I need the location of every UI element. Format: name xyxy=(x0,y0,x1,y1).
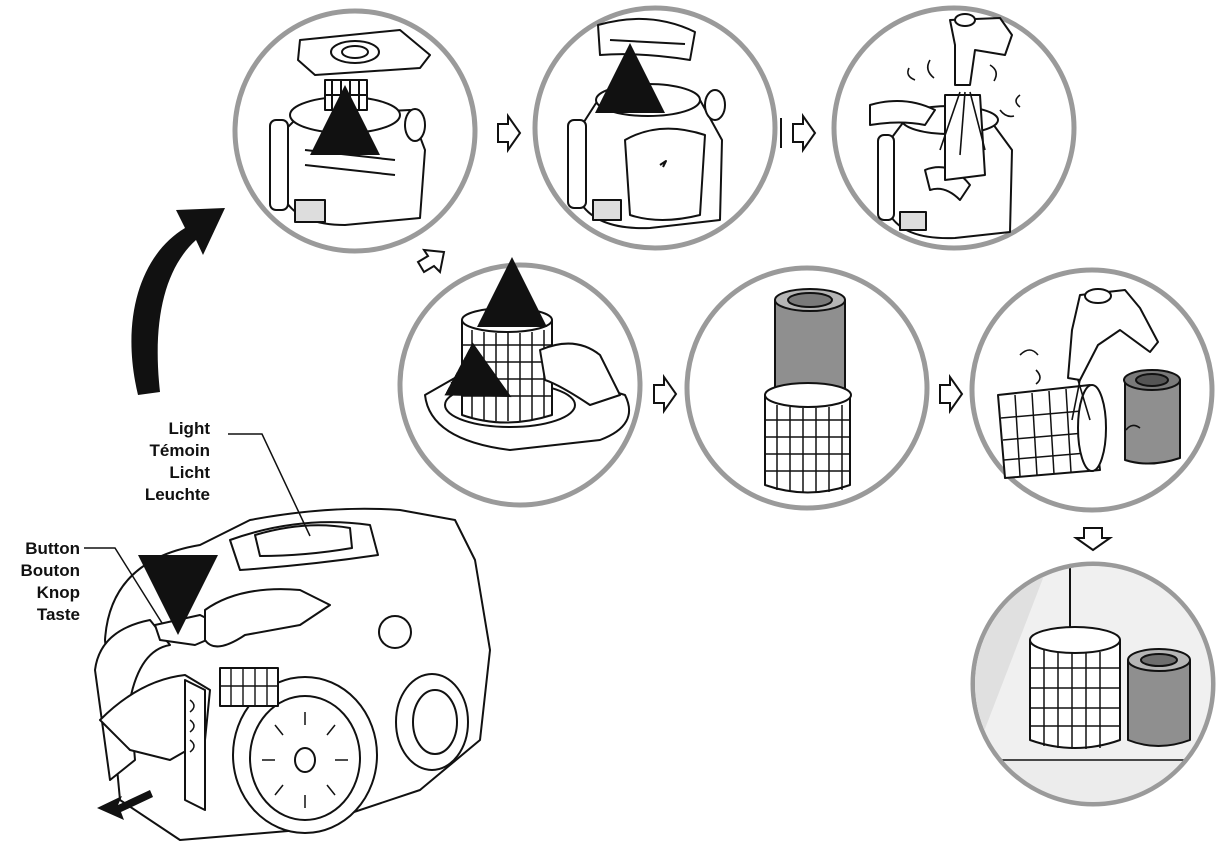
label-button-fr: Bouton xyxy=(0,560,80,582)
label-button-de: Taste xyxy=(0,604,80,626)
step-wash-container xyxy=(834,8,1074,248)
step-rinse-filter xyxy=(972,270,1212,510)
step-remove-top-cover xyxy=(235,11,475,251)
step-separate-foam-sleeve xyxy=(687,268,927,508)
step-arrow-icon xyxy=(1076,528,1110,550)
curved-up-arrow-icon xyxy=(131,208,225,395)
button-label-group: Button Bouton Knop Taste xyxy=(0,538,80,626)
label-light-de: Leuchte xyxy=(110,484,210,506)
label-light-en: Light xyxy=(110,418,210,440)
step-arrow-icon xyxy=(418,250,444,272)
step-lift-dust-lid xyxy=(535,8,775,248)
label-light-nl: Licht xyxy=(110,462,210,484)
step-dry-filter xyxy=(973,560,1213,810)
label-button-en: Button xyxy=(0,538,80,560)
vacuum-cleaner xyxy=(95,509,490,840)
step-twist-out-filter xyxy=(400,265,640,505)
label-button-nl: Knop xyxy=(0,582,80,604)
label-light-fr: Témoin xyxy=(110,440,210,462)
step-arrow-icon xyxy=(498,116,520,150)
step-arrow-icon xyxy=(654,377,676,411)
step-arrow-icon xyxy=(781,116,815,150)
step-arrow-icon xyxy=(940,377,962,411)
light-label-group: Light Témoin Licht Leuchte xyxy=(110,418,210,506)
